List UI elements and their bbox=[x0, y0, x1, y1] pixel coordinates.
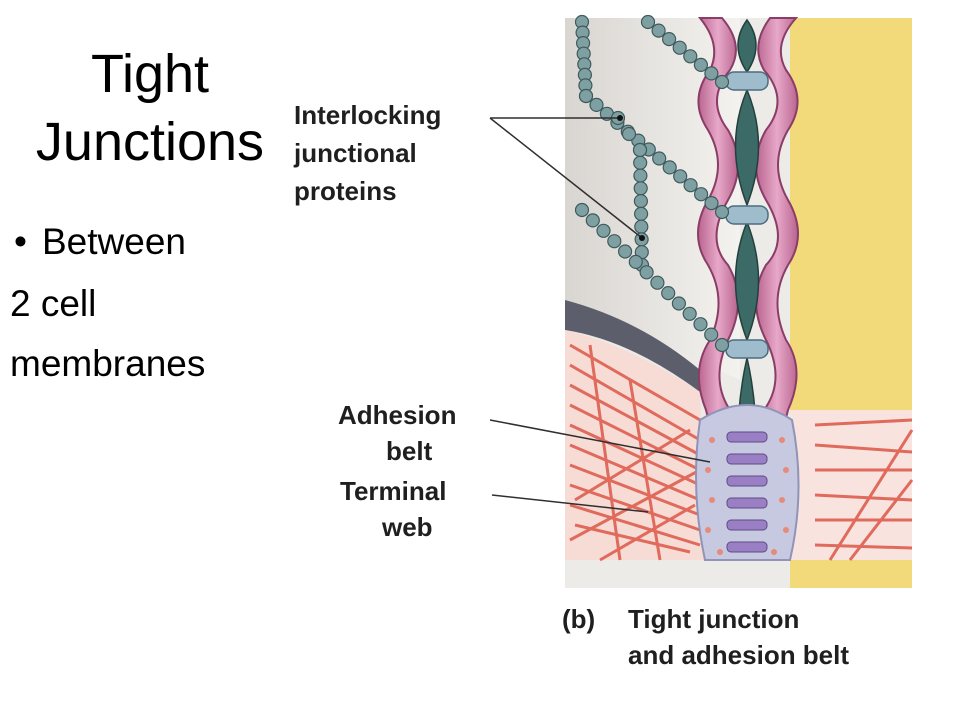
protein-bead bbox=[574, 202, 590, 218]
slide-title-line-1: Tight bbox=[90, 44, 210, 104]
protein-bead bbox=[585, 213, 600, 228]
protein-bead bbox=[693, 317, 708, 332]
protein-bead bbox=[693, 187, 709, 202]
label-terminal: Terminal bbox=[340, 476, 447, 506]
junctional-protein-strands bbox=[574, 14, 730, 353]
protein-bead bbox=[704, 66, 719, 81]
protein-bead bbox=[607, 234, 622, 249]
bullet-text: Between bbox=[42, 221, 186, 262]
protein-bead bbox=[714, 337, 730, 353]
protein-bead bbox=[639, 265, 654, 280]
protein-bead bbox=[633, 168, 648, 183]
label-proteins: proteins bbox=[294, 176, 397, 206]
caption-b: (b) bbox=[562, 604, 596, 634]
protein-bead bbox=[652, 151, 667, 166]
protein-bead bbox=[596, 223, 611, 238]
protein-bead bbox=[672, 40, 687, 55]
protein-bead bbox=[640, 14, 656, 30]
right-terminal-web-region bbox=[790, 410, 912, 560]
junction-seals bbox=[725, 71, 769, 359]
leader-dot-2 bbox=[639, 235, 645, 241]
protein-bead bbox=[589, 97, 604, 113]
protein-bead bbox=[633, 155, 648, 170]
label-adhesion: Adhesion bbox=[338, 400, 457, 430]
protein-bead bbox=[682, 306, 697, 321]
protein-bead bbox=[704, 327, 719, 342]
protein-bead bbox=[704, 196, 719, 211]
label-junctional: junctional bbox=[294, 138, 417, 168]
protein-bead bbox=[661, 286, 676, 301]
protein-bead bbox=[650, 275, 665, 290]
protein-bead bbox=[621, 126, 637, 142]
body-line-3: membranes bbox=[10, 343, 206, 384]
protein-bead bbox=[661, 31, 677, 47]
protein-bead bbox=[714, 204, 730, 220]
caption-line-2: and adhesion belt bbox=[628, 640, 850, 670]
label-belt: belt bbox=[386, 436, 433, 466]
protein-bead bbox=[634, 219, 649, 234]
leader-lines bbox=[489, 117, 711, 513]
slide-title-line-2: Junctions bbox=[35, 112, 265, 172]
leader-dot-1 bbox=[617, 115, 623, 121]
label-web: web bbox=[382, 512, 433, 542]
protein-bead bbox=[633, 206, 649, 221]
protein-bead bbox=[628, 254, 643, 269]
caption-line-1: Tight junction bbox=[628, 604, 800, 634]
bullet-item: • Between bbox=[14, 216, 186, 268]
terminal-web-filaments-right bbox=[814, 418, 914, 561]
protein-bead bbox=[673, 169, 688, 184]
terminal-web-filaments-left bbox=[569, 343, 701, 562]
left-cell-membrane-fold bbox=[565, 300, 720, 392]
protein-bead bbox=[617, 244, 633, 259]
protein-bead bbox=[633, 194, 649, 209]
protein-bead bbox=[633, 181, 648, 196]
protein-bead bbox=[671, 296, 687, 311]
protein-bead bbox=[693, 57, 709, 73]
adhesion-belt-dots bbox=[705, 437, 789, 555]
protein-bead bbox=[683, 178, 698, 193]
protein-bead bbox=[632, 142, 648, 158]
body-line-2: 2 cell bbox=[10, 283, 97, 324]
protein-bead bbox=[714, 74, 730, 90]
protein-bead bbox=[578, 88, 594, 104]
adhesion-linker-proteins bbox=[726, 431, 768, 553]
protein-bead bbox=[683, 49, 698, 64]
label-interlocking: Interlocking bbox=[294, 100, 442, 130]
bullet-dot: • bbox=[14, 221, 27, 262]
protein-bead bbox=[662, 160, 677, 175]
protein-bead bbox=[651, 23, 666, 38]
